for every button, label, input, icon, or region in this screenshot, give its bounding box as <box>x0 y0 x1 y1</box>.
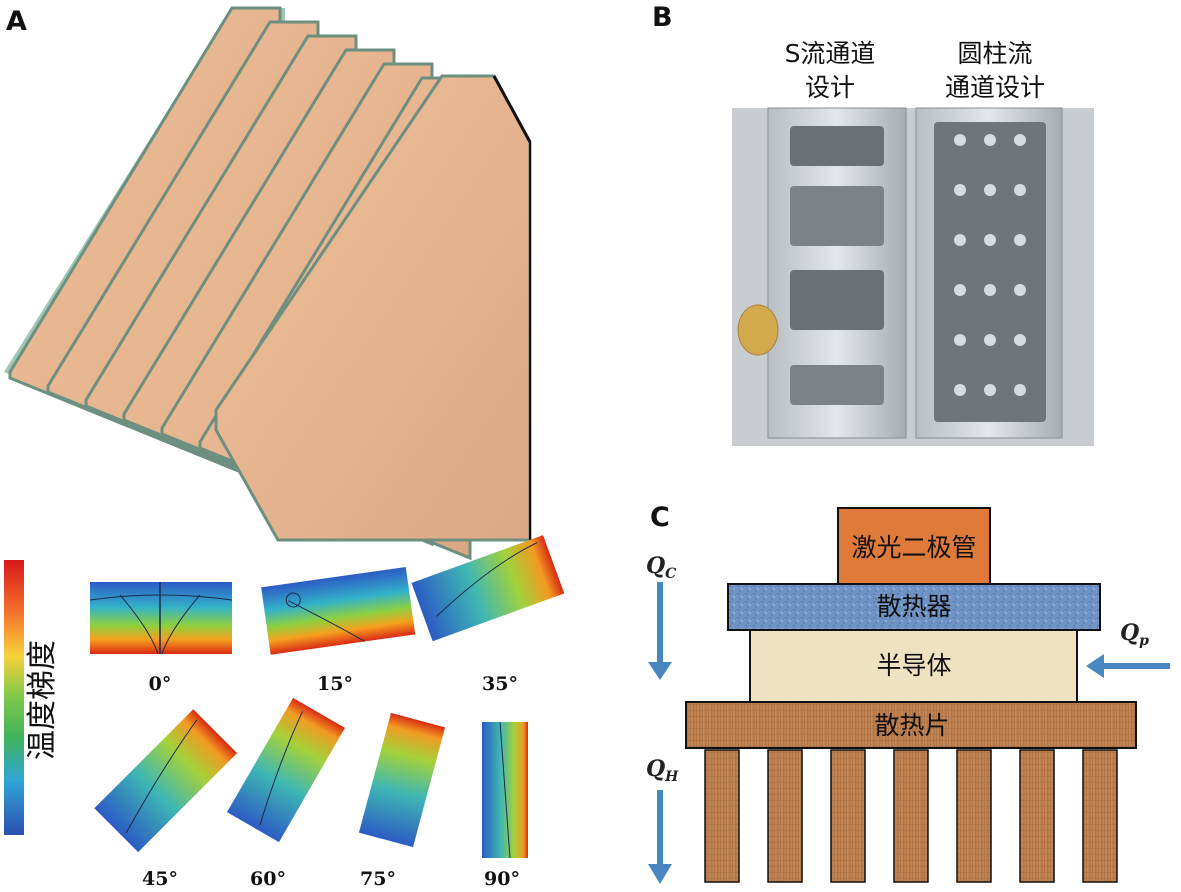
qp-arrowhead <box>1086 654 1104 678</box>
heatmap-45 <box>94 709 238 853</box>
colorbar <box>4 560 24 835</box>
heatmap-0 <box>89 582 233 655</box>
semiconductor-block <box>749 629 1078 703</box>
angle-label-35: 35° <box>482 673 518 695</box>
qc-arrowhead <box>648 662 672 680</box>
heatmap-15 <box>261 567 416 655</box>
plate-front <box>214 74 532 542</box>
fin-7 <box>1082 749 1118 883</box>
heat-sink-fins <box>704 749 1118 883</box>
panel-c-label: C <box>650 502 670 533</box>
colorbar-label: 温度梯度 <box>25 640 60 760</box>
qp-label: Qp <box>1120 620 1149 649</box>
angle-label-75: 75° <box>360 868 396 890</box>
qc-label: QC <box>646 553 676 582</box>
fin-4 <box>893 749 929 883</box>
fin-5 <box>956 749 992 883</box>
fin-2 <box>767 749 803 883</box>
fin-3 <box>830 749 866 883</box>
heat-spreader-block <box>727 583 1101 631</box>
angle-label-90: 90° <box>484 868 520 890</box>
photo-flow-channels <box>732 28 1094 446</box>
angle-label-45: 45° <box>142 868 178 890</box>
laser-diode-label: 激光二极管 <box>851 533 976 562</box>
heatmap-35 <box>411 535 565 642</box>
angle-label-15: 15° <box>317 673 353 695</box>
heatmap-60 <box>227 697 345 843</box>
left-caption-line-1: S流通道 <box>785 39 876 68</box>
semiconductor-label: 半导体 <box>876 651 951 680</box>
heatmap-75 <box>358 712 446 848</box>
heat-sink-label: 散热片 <box>874 711 949 740</box>
stacked-plates <box>4 6 532 561</box>
heat-sink-block <box>685 701 1137 749</box>
qh-arrowhead <box>648 864 672 884</box>
qh-label: QH <box>646 756 679 785</box>
angle-label-60: 60° <box>250 868 286 890</box>
left-caption-line-2: 设计 <box>805 73 855 102</box>
fin-6 <box>1019 749 1055 883</box>
heatmap-90 <box>482 721 528 859</box>
fin-1 <box>704 749 740 883</box>
panel-b-label: B <box>652 2 673 33</box>
panel-a-label: A <box>6 6 27 37</box>
angle-label-0: 0° <box>149 673 172 695</box>
right-caption-line-1: 圆柱流 <box>957 39 1032 68</box>
coin <box>737 304 779 356</box>
heat-spreader-label: 散热器 <box>876 592 951 621</box>
right-caption-line-2: 通道设计 <box>945 73 1045 102</box>
